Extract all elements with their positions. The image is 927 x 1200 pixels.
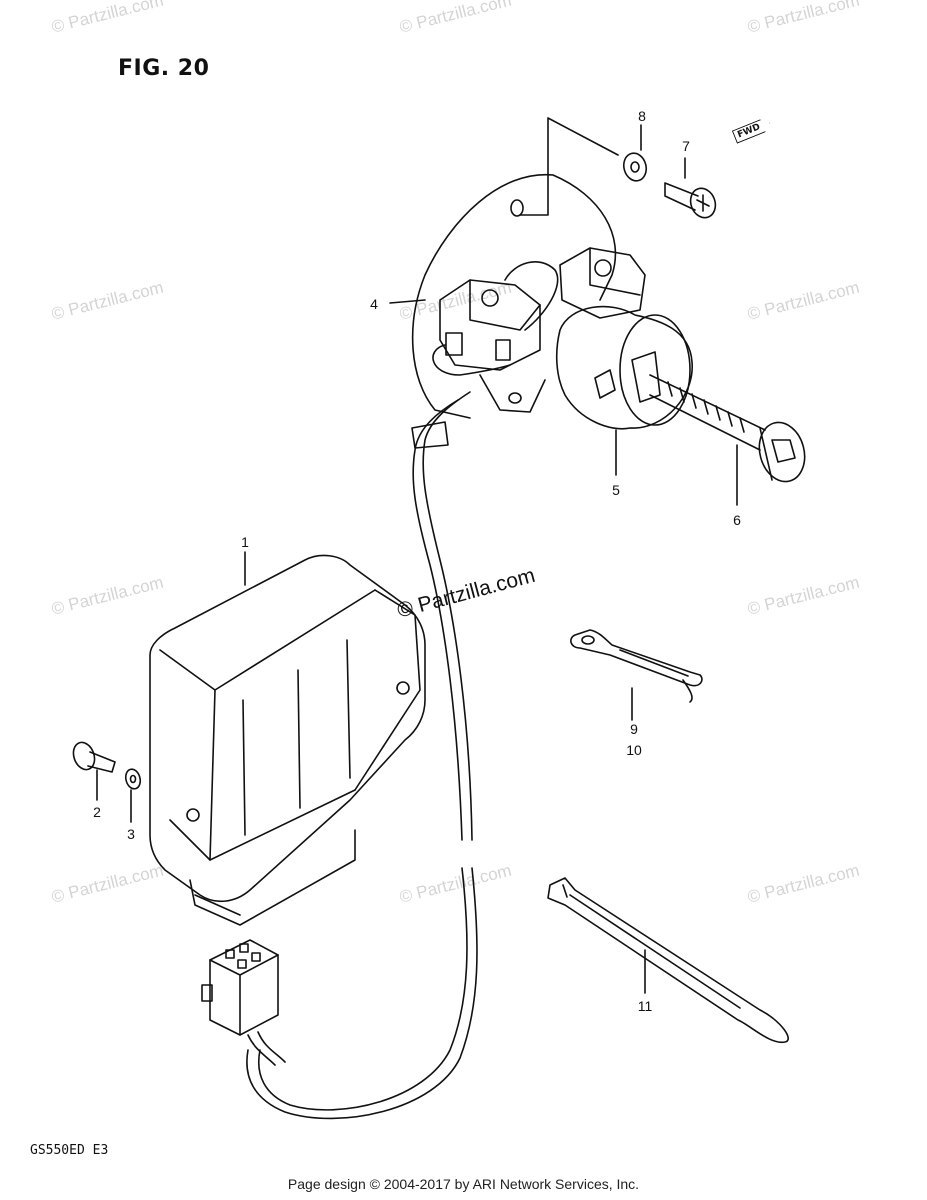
- rotor-advancer: [555, 305, 693, 430]
- advancer-bolt: [649, 374, 806, 483]
- mounting-bolt: [72, 741, 116, 773]
- callout-10: 10: [626, 742, 642, 758]
- figure-title: FIG. 20: [118, 56, 210, 81]
- screw: [664, 182, 717, 219]
- callout-11: 11: [637, 998, 653, 1014]
- callout-2: 2: [93, 804, 101, 820]
- wiring-connector: [201, 939, 286, 1066]
- wire-clamp: [570, 629, 703, 703]
- pickup-wire: [246, 391, 478, 1120]
- callout-4: 4: [370, 296, 378, 312]
- pickup-coil-assembly: [432, 247, 646, 413]
- callout-6: 6: [733, 512, 741, 528]
- footer-copyright: Page design © 2004-2017 by ARI Network S…: [287, 1176, 640, 1192]
- callout-3: 3: [127, 826, 135, 842]
- cable-tie: [547, 877, 789, 1043]
- model-code: GS550ED E3: [30, 1143, 109, 1158]
- callout-5: 5: [612, 482, 620, 498]
- lock-washer: [124, 768, 142, 790]
- signal-generator-plate: [411, 173, 617, 419]
- igniter-unit: [149, 554, 426, 926]
- callout-1: 1: [241, 534, 249, 550]
- callout-9: 9: [630, 721, 638, 737]
- washer: [622, 152, 648, 182]
- callout-8: 8: [638, 108, 646, 124]
- callout-7: 7: [682, 138, 690, 154]
